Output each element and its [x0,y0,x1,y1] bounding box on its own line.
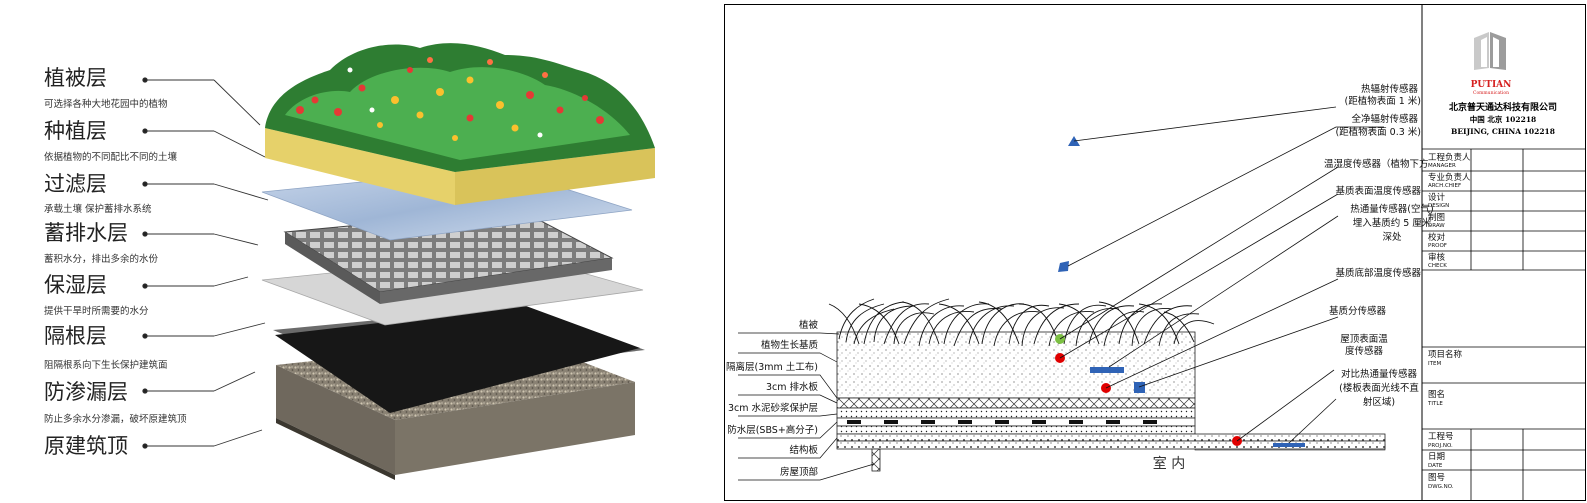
svg-text:图号: 图号 [1428,473,1445,483]
svg-text:提供干旱时所需要的水分: 提供干旱时所需要的水分 [44,305,149,317]
svg-text:工程负责人: 工程负责人 [1428,152,1471,163]
roof-surface-temp-label: 屋顶表面温 [1340,333,1388,345]
substrate-moisture-label: 基质分传感器 [1329,305,1387,317]
left-layer-labels: 植被 植物生长基质 隔离层(3mm 土工布) 3cm 排水板 3cm 水泥砂浆保… [726,319,875,481]
label-vegetation: 植被 [799,319,819,331]
svg-text:保湿层: 保湿层 [44,273,107,297]
compare-heat-flux-marker [1273,443,1305,447]
sensor-labels: 热辐射传感器 (距植物表面 1 米) 全净辐射传感器 (距植物表面 0.3 米)… [1324,83,1434,408]
label-mortar: 3cm 水泥砂浆保护层 [728,402,818,414]
svg-text:蓄排水层: 蓄排水层 [44,221,128,245]
total-radiation-sensor-label: 全净辐射传感器 [1351,113,1418,125]
leader-lines [142,77,269,449]
title-label: 图名 [1428,389,1445,400]
putian-logo [1474,32,1506,70]
svg-text:原建筑顶: 原建筑顶 [44,434,128,458]
heat-flux-air-label: 热通量传感器(空气) [1350,203,1433,215]
svg-text:专业负责人: 专业负责人 [1428,172,1471,183]
svg-text:DWG.NO.: DWG.NO. [1428,484,1454,490]
temp-humidity-sensor-label: 温湿度传感器（植物下方 [1324,158,1429,170]
svg-text:制图: 制图 [1428,212,1445,223]
layer-2-label: 种植层 依据植物的不同配比不同的土壤 [44,119,178,163]
svg-text:种植层: 种植层 [44,119,107,143]
brand-name: PUTIAN [1471,80,1512,90]
svg-text:承载土壤 保护蓄排水系统: 承载土壤 保护蓄排水系统 [44,203,152,215]
svg-text:PROOF: PROOF [1428,243,1447,249]
svg-text:日期: 日期 [1428,452,1445,462]
svg-text:DRAW: DRAW [1428,223,1445,229]
compare-heat-flux-label: 对比热通量传感器 [1341,368,1418,380]
svg-text:审核: 审核 [1428,252,1446,263]
label-drain-plate: 3cm 排水板 [766,381,819,393]
svg-text:TITLE: TITLE [1427,401,1443,407]
title-block: PUTIAN Communication 北京普天通达科技有限公司 中国 北京 … [1421,4,1586,501]
section-drawing-sheet: 植被 植物生长基质 隔离层(3mm 土工布) 3cm 排水板 3cm 水泥砂浆保… [724,4,1586,501]
svg-text:DESIGN: DESIGN [1428,203,1449,209]
svg-text:CHECK: CHECK [1428,263,1447,269]
svg-text:隔根层: 隔根层 [44,324,107,348]
svg-text:过滤层: 过滤层 [44,172,107,196]
indoor-label: 室 内 [1153,455,1185,472]
grass-vegetation [828,298,1215,347]
label-structure-slab: 结构板 [789,444,818,456]
layer-1-label: 植被层 可选择各种大地花园中的植物 [44,66,168,110]
compare-heat-flux-label-2: (楼板表面光线不直 [1339,382,1419,394]
svg-text:防止多余水分渗漏，破坏原建筑顶: 防止多余水分渗漏，破坏原建筑顶 [44,413,187,425]
heat-flux-depth-label-2: 深处 [1382,231,1402,243]
item-label: 项目名称 [1428,349,1463,360]
vegetation-layer [265,43,655,172]
root-barrier-layer [275,306,640,413]
layer-8-label: 原建筑顶 [44,434,128,458]
substrate-surface-temp-label: 基质表面温度传感器 [1335,185,1421,197]
svg-text:MANAGER: MANAGER [1428,163,1456,169]
substrate-bottom-temp-label: 基质底部温度传感器 [1335,267,1421,279]
address-en: BEIJING, CHINA 102218 [1451,127,1555,136]
brand-sub: Communication [1473,90,1509,96]
svg-text:工程号: 工程号 [1428,432,1454,442]
label-isolation: 隔离层(3mm 土工布) [726,361,818,373]
heat-flux-depth-label: 埋入基质约 5 厘米 [1353,217,1432,229]
heat-flux-sensor-marker [1090,367,1124,373]
svg-text:设计: 设计 [1428,192,1446,203]
svg-text:防渗漏层: 防渗漏层 [44,380,128,404]
layer-7-label: 防渗漏层 防止多余水分渗漏，破坏原建筑顶 [44,380,187,425]
layer-4-label: 蓄排水层 蓄积水分，排出多余的水份 [44,221,159,265]
address-cn: 中国 北京 102218 [1470,114,1537,124]
svg-text:阻隔根系向下生长保护建筑面: 阻隔根系向下生长保护建筑面 [44,359,168,371]
roof-section [836,331,1386,472]
svg-text:蓄积水分，排出多余的水份: 蓄积水分，排出多余的水份 [44,253,159,265]
svg-text:植被层: 植被层 [44,66,107,90]
svg-text:DATE: DATE [1428,463,1443,469]
svg-text:PROJ.NO.: PROJ.NO. [1428,443,1453,449]
total-radiation-note: (距植物表面 0.3 米) [1335,126,1421,138]
roof-surface-temp-label-2: 度传感器 [1345,345,1384,357]
svg-text:ITEM: ITEM [1428,361,1441,367]
drawing-border [724,4,1586,501]
total-radiation-sensor-marker [1058,261,1069,272]
substrate-moisture-sensor-marker [1134,382,1145,393]
svg-text:校对: 校对 [1428,232,1446,243]
svg-text:可选择各种大地花园中的植物: 可选择各种大地花园中的植物 [44,98,168,110]
layer-3-label: 过滤层 承载土壤 保护蓄排水系统 [44,172,152,215]
thermal-radiation-sensor-label: 热辐射传感器 [1361,83,1419,95]
layer-5-label: 保湿层 提供干旱时所需要的水分 [44,273,149,317]
label-roof-top: 房屋顶部 [780,466,818,478]
company-name: 北京普天通达科技有限公司 [1449,101,1557,113]
layer-6-label: 隔根层 阻隔根系向下生长保护建筑面 [44,324,168,371]
svg-text:依据植物的不同配比不同的土壤: 依据植物的不同配比不同的土壤 [44,151,178,163]
green-roof-layers-illustration: 植被层 可选择各种大地花园中的植物 种植层 依据植物的不同配比不同的土壤 过滤层… [44,43,655,480]
label-waterproof: 防水层(SBS+高分子) [727,424,818,436]
sensor-leader-lines [1059,106,1384,444]
label-growth-substrate: 植物生长基质 [761,339,819,351]
thermal-radiation-note: (距植物表面 1 米) [1345,95,1422,107]
compare-heat-flux-label-3: 射区域) [1363,396,1395,408]
svg-text:ARCH.CHIEF: ARCH.CHIEF [1428,183,1461,189]
